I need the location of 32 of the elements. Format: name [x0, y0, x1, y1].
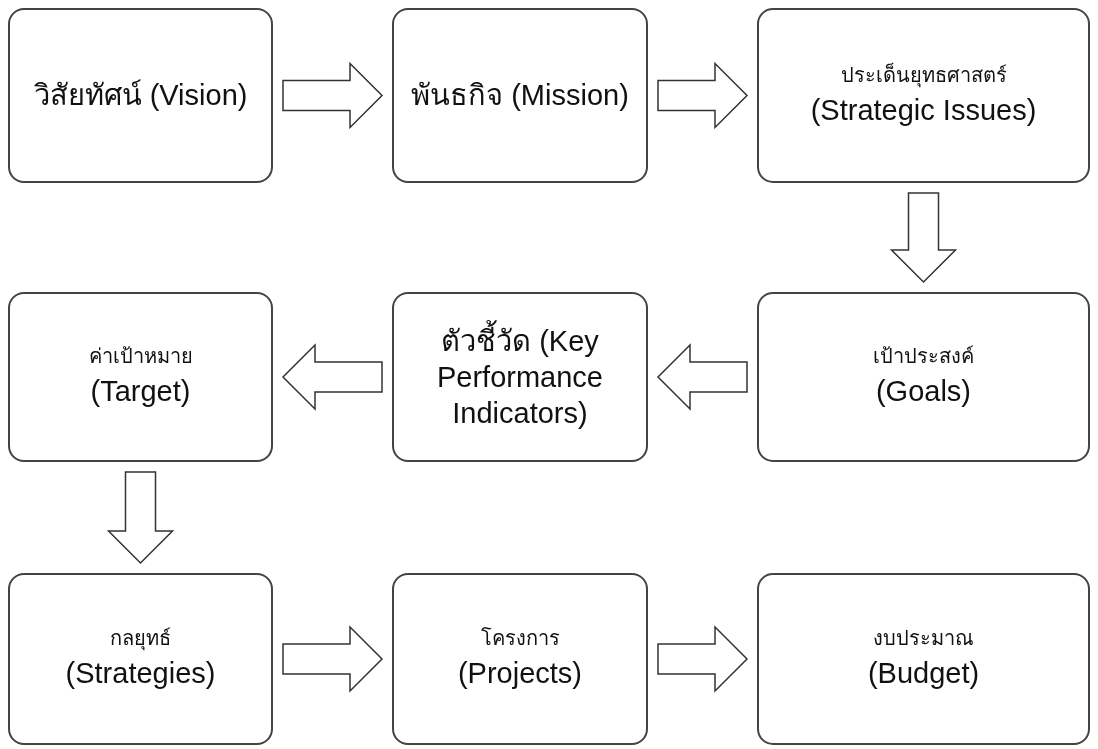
process-box	[757, 573, 1090, 745]
box-text: ประเด็นยุทธศาสตร์	[840, 62, 1007, 88]
block-arrow	[282, 61, 384, 130]
box-text: ค่าเป้าหมาย	[88, 344, 193, 370]
box-text: (Projects)	[457, 656, 583, 692]
process-box	[8, 573, 273, 745]
box-text: กลยุทธ์	[110, 626, 171, 652]
process-box	[757, 292, 1090, 462]
block-arrow	[106, 471, 175, 565]
process-box	[8, 292, 273, 462]
process-box	[8, 8, 273, 183]
block-arrow	[657, 61, 749, 130]
box-text: งบประมาณ	[873, 626, 974, 652]
block-arrow	[889, 192, 958, 284]
box-text: (Target)	[90, 374, 191, 410]
box-text: โครงการ	[480, 626, 560, 652]
box-text: วิสัยทัศน์ (Vision)	[33, 78, 248, 114]
box-text: พันธกิจ (Mission)	[411, 78, 629, 114]
process-box	[392, 573, 648, 745]
block-arrow	[281, 343, 383, 411]
process-box	[392, 8, 648, 183]
process-box	[392, 292, 648, 462]
block-arrow	[657, 625, 749, 693]
box-text: (Goals)	[875, 374, 972, 410]
block-arrow	[282, 625, 384, 693]
block-arrow	[656, 343, 748, 411]
box-text: (Budget)	[867, 656, 980, 692]
process-box	[757, 8, 1090, 183]
box-text: (Strategic Issues)	[810, 92, 1037, 128]
box-text: (Strategies)	[65, 656, 216, 692]
box-text: เป้าประสงค์	[873, 344, 974, 370]
box-text: ตัวชี้วัด (Key Performance Indicators)	[406, 322, 634, 432]
